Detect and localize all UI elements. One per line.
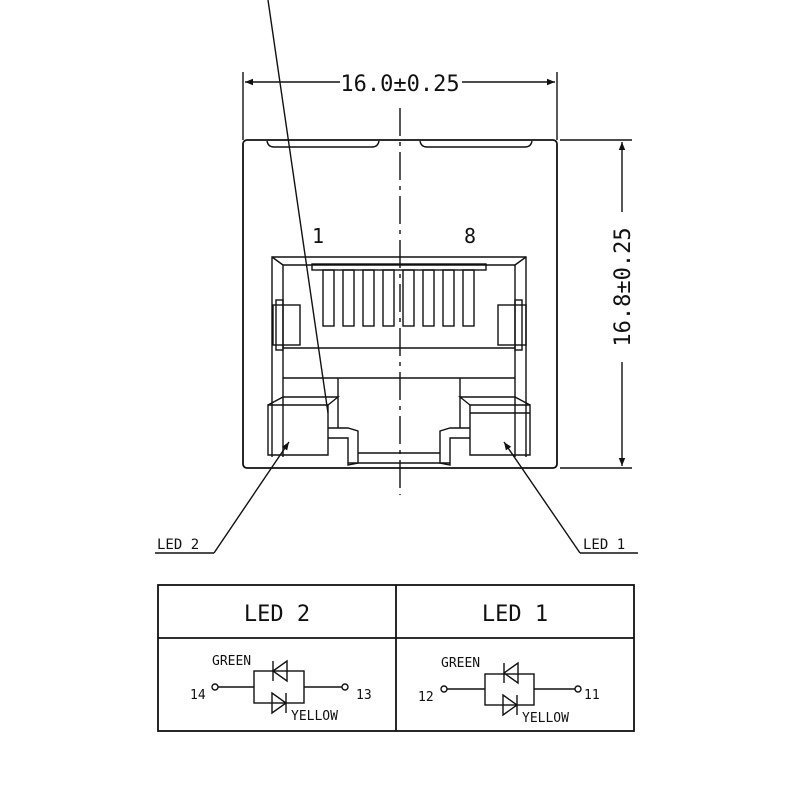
led-1-callout-label: LED 1: [583, 537, 625, 553]
jack-opening: [267, 0, 531, 466]
green-diode-icon: [502, 661, 519, 685]
pin-1-label: 1: [312, 224, 324, 248]
led-2-window: [267, 0, 340, 456]
led-1-yellow-label: YELLOW: [522, 711, 569, 726]
height-dimension: 16.8±0.25: [560, 139, 636, 469]
led-1-schematic: GREEN YELLOW 12 11: [418, 656, 600, 726]
pin-8-label: 8: [464, 224, 476, 248]
led-2-header: LED 2: [244, 602, 310, 627]
contact-pins: [322, 269, 475, 327]
height-label: 16.8±0.25: [611, 227, 636, 346]
led-1-pin-left: 12: [418, 690, 434, 705]
led-2-schematic: GREEN YELLOW 14 13: [190, 654, 372, 724]
led-2-callout-label: LED 2: [157, 537, 199, 553]
green-diode-icon: [271, 659, 288, 683]
led-2-yellow-label: YELLOW: [291, 709, 338, 724]
yellow-diode-icon: [502, 693, 519, 717]
led-1-header: LED 1: [482, 602, 548, 627]
led-table: LED 2 LED 1 GREEN YELLOW 14 13 GREEN: [157, 584, 635, 732]
led-2-pin-right: 13: [356, 688, 372, 703]
led-2-pin-left: 14: [190, 688, 206, 703]
led-1-green-label: GREEN: [441, 656, 480, 671]
led-1-window: [458, 396, 531, 456]
led-2-callout: LED 2: [155, 441, 290, 554]
width-dimension: 16.0±0.25: [242, 72, 558, 140]
led-2-green-label: GREEN: [212, 654, 251, 669]
led-1-pin-right: 11: [584, 688, 600, 703]
yellow-diode-icon: [271, 691, 288, 715]
led-1-callout: LED 1: [503, 441, 638, 554]
width-label: 16.0±0.25: [340, 72, 459, 97]
